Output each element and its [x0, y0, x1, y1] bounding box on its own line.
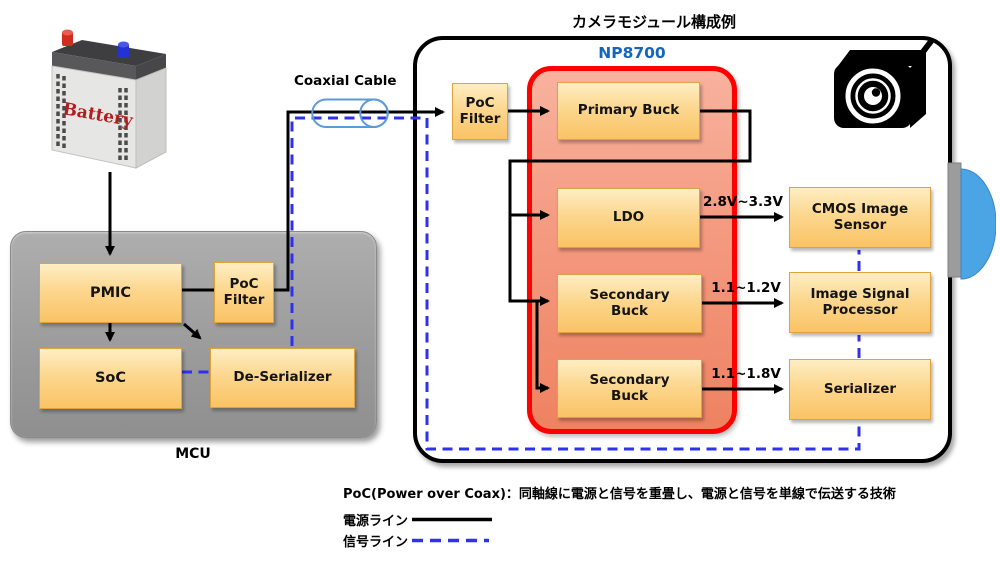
voltage-label-sb2: 1.1~1.8V	[711, 366, 781, 382]
lens-bump	[947, 162, 996, 280]
block-poc-filter-mcu: PoC Filter	[214, 262, 274, 323]
coax-tube	[311, 98, 389, 128]
block-soc: SoC	[39, 348, 182, 409]
block-ldo: LDO	[557, 188, 700, 248]
block-soc-label: SoC	[94, 370, 127, 387]
camera-icon	[834, 38, 935, 128]
mcu-label: MCU	[175, 446, 211, 462]
block-poc-filter-cam-label: PoC Filter	[459, 94, 501, 127]
block-deserializer: De-Serializer	[210, 348, 355, 408]
battery-terminal-positive-top	[62, 29, 73, 36]
battery-terminal-negative	[118, 44, 129, 58]
battery-side-face	[135, 67, 167, 169]
coax-end-cap	[359, 98, 389, 128]
block-deserializer-label: De-Serializer	[233, 369, 332, 386]
battery-cap-front	[52, 52, 136, 80]
block-pmic-label: PMIC	[89, 284, 132, 301]
block-secondary-buck-2-label: Secondary Buck	[589, 371, 670, 404]
diagram-title: カメラモジュール構成例	[572, 13, 736, 31]
block-pmic: PMIC	[39, 263, 182, 323]
block-secondary-buck-1-label: Secondary Buck	[589, 286, 670, 319]
block-serializer-label: Serializer	[823, 380, 897, 397]
legend-power-line-label: 電源ライン	[343, 514, 409, 529]
block-cmos-image-sensor: CMOS Image Sensor	[789, 187, 931, 248]
block-ldo-label: LDO	[612, 209, 645, 226]
block-poc-filter-mcu-label: PoC Filter	[223, 275, 265, 308]
camera-side-face	[910, 52, 926, 128]
battery-cap-side	[136, 54, 166, 80]
legend-signal-line-label: 信号ライン	[343, 535, 409, 550]
legend-poc-definition: PoC(Power over Coax)：同軸線に電源と信号を重畳し、電源と信号…	[343, 487, 896, 502]
coax-cable-icon	[311, 98, 389, 128]
block-image-signal-processor-label: Image Signal Processor	[810, 285, 910, 318]
coax-cable-label: Coaxial Cable	[294, 73, 397, 89]
lens-mount-bar	[947, 162, 962, 278]
battery-terminal-negative-top	[118, 41, 129, 48]
voltage-label-ldo: 2.8V~3.3V	[702, 194, 784, 210]
np8700-label: NP8700	[598, 44, 666, 62]
camera-lens-glint	[871, 88, 881, 97]
camera-lens-inner-ring	[855, 78, 891, 114]
voltage-label-sb1: 1.1~1.2V	[711, 280, 781, 296]
block-image-signal-processor: Image Signal Processor	[789, 272, 931, 333]
block-primary-buck: Primary Buck	[557, 82, 700, 140]
block-primary-buck-label: Primary Buck	[577, 102, 680, 119]
camera-top-face	[838, 50, 928, 66]
battery-terminal-positive	[62, 32, 73, 46]
camera-lens-outer-ring	[845, 68, 901, 124]
block-secondary-buck-1: Secondary Buck	[557, 274, 702, 333]
battery-top-face	[52, 40, 166, 66]
block-serializer: Serializer	[789, 359, 931, 420]
block-secondary-buck-2: Secondary Buck	[557, 359, 702, 418]
block-cmos-image-sensor-label: CMOS Image Sensor	[811, 200, 909, 233]
lens-dome	[960, 168, 996, 280]
battery-icon: Battery	[51, 29, 167, 169]
block-poc-filter-cam: PoC Filter	[452, 83, 508, 140]
